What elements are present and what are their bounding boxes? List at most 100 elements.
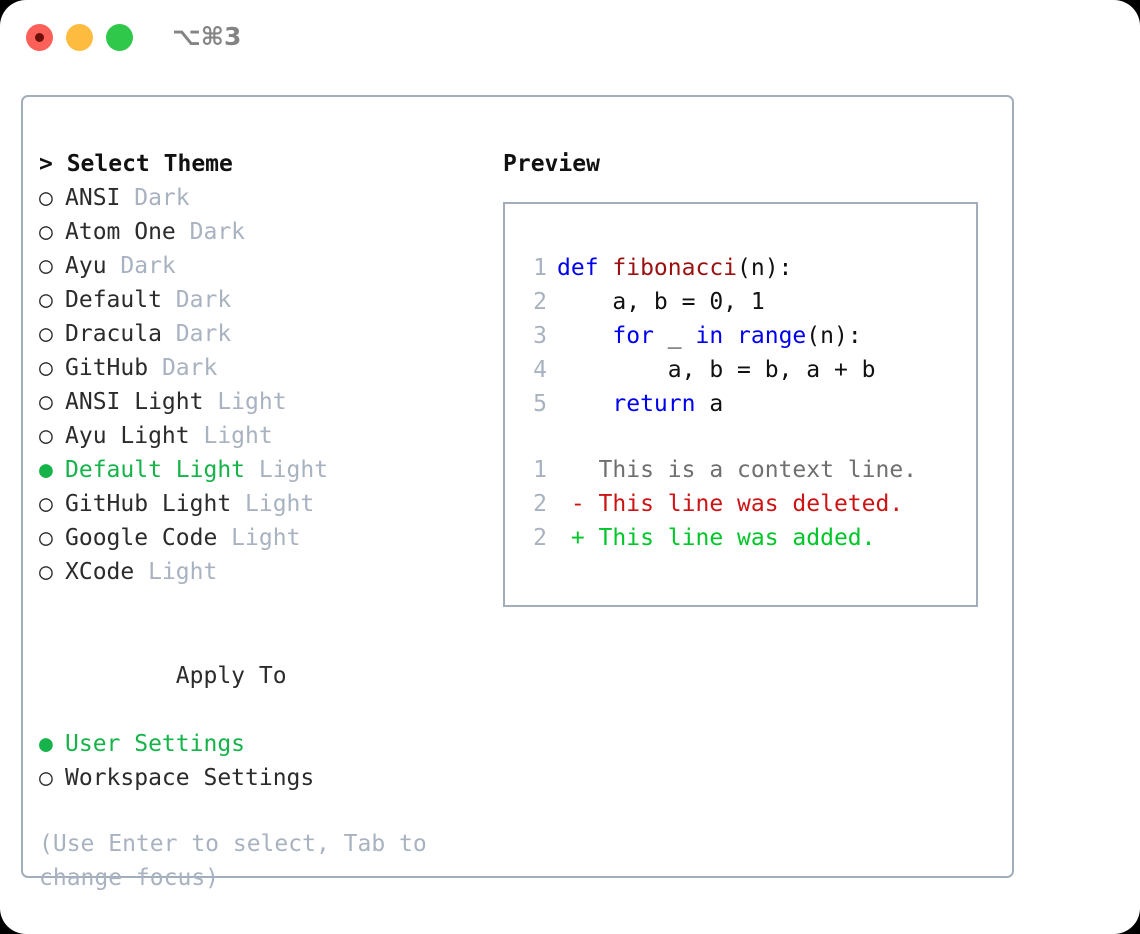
code-line: 1 def fibonacci(n): [519,251,917,285]
keyboard-hint-text: (Use Enter to select, Tab to change focu… [39,831,427,891]
theme-option-tag: Light [203,389,287,415]
code-token: def [557,255,613,281]
code-diff-separator [519,421,917,453]
theme-option-tag: Dark [161,287,232,313]
code-token: _ [653,323,696,349]
theme-option-tag: Light [231,491,315,517]
radio-unselected-icon: ○ [39,253,67,279]
code-token: in [695,323,724,349]
radio-selected-icon: ● [39,457,67,483]
line-number: 2 [533,289,547,315]
theme-option-default-light[interactable]: ● Default Light Light [39,453,479,487]
radio-unselected-icon: ○ [39,423,67,449]
theme-option-ansi-light[interactable]: ○ ANSI Light Light [39,385,479,419]
theme-option-github[interactable]: ○ GitHub Dark [39,351,479,385]
window-controls [26,24,133,51]
section-gap [39,589,479,625]
line-number: 1 [533,255,547,281]
apply-to-option-label: User Settings [65,731,246,757]
theme-option-label: Default [65,287,162,313]
theme-option-tag: Dark [120,185,190,211]
code-token: a, b = b, a + b [557,357,876,383]
theme-option-tag: Dark [106,253,176,279]
radio-unselected-icon: ○ [39,491,67,517]
apply-to-option-list[interactable]: ● User Settings○ Workspace Settings [39,727,479,795]
apply-to-heading-label: Apply To [175,663,287,689]
theme-option-tag: Dark [161,321,232,347]
code-token: fibonacci [612,255,738,281]
line-number: 2 [533,525,547,551]
theme-option-label: XCode [65,559,135,585]
theme-option-tag: Light [217,525,301,551]
theme-option-tag: Dark [175,219,246,245]
preview-heading: Preview [503,151,600,177]
diff-line-text: + This line was added. [557,525,876,551]
line-number: 2 [533,491,547,517]
diff-line-text: - This line was deleted. [557,491,904,517]
select-theme-heading: > Select Theme [39,151,233,177]
apply-to-option-label: Workspace Settings [65,765,315,791]
theme-selection-column: > Select Theme ○ ANSI Dark○ Atom One Dar… [39,147,479,895]
theme-option-ansi[interactable]: ○ ANSI Dark [39,181,479,215]
theme-option-label: Default Light [65,457,246,483]
diff-line: 1 This is a context line. [519,453,917,487]
line-number: 4 [533,357,547,383]
code-token: for [612,323,654,349]
theme-option-list[interactable]: ○ ANSI Dark○ Atom One Dark○ Ayu Dark○ De… [39,181,479,589]
radio-unselected-icon: ○ [39,559,67,585]
theme-option-label: Dracula [65,321,162,347]
radio-unselected-icon: ○ [39,287,67,313]
radio-unselected-icon: ○ [39,321,67,347]
theme-option-label: ANSI Light [65,389,204,415]
theme-option-tag: Light [134,559,218,585]
code-token: (n): [806,323,862,349]
radio-unselected-icon: ○ [39,765,67,791]
theme-option-label: ANSI [65,185,121,211]
diff-line: 2 + This line was added. [519,521,917,555]
theme-option-label: GitHub Light [65,491,232,517]
theme-option-ayu-light[interactable]: ○ Ayu Light Light [39,419,479,453]
radio-unselected-icon: ○ [39,355,67,381]
theme-option-xcode[interactable]: ○ XCode Light [39,555,479,589]
apply-to-option-user-settings[interactable]: ● User Settings [39,727,479,761]
line-number: 5 [533,391,547,417]
theme-option-default[interactable]: ○ Default Dark [39,283,479,317]
title-bar: ⌥⌘3 [0,0,1140,78]
theme-option-dracula[interactable]: ○ Dracula Dark [39,317,479,351]
theme-option-label: Ayu [65,253,107,279]
theme-option-label: Ayu Light [65,423,190,449]
keyboard-shortcut-label: ⌥⌘3 [172,22,242,51]
code-token: range [737,323,807,349]
theme-option-tag: Dark [148,355,218,381]
radio-unselected-icon: ○ [39,389,67,415]
code-token [557,391,612,417]
theme-option-ayu[interactable]: ○ Ayu Dark [39,249,479,283]
theme-option-google-code[interactable]: ○ Google Code Light [39,521,479,555]
minimize-button[interactable] [66,24,93,51]
line-number: 3 [533,323,547,349]
radio-unselected-icon: ○ [39,185,67,211]
apply-to-indent [150,659,176,693]
line-number: 1 [533,457,547,483]
code-line: 2 a, b = 0, 1 [519,285,917,319]
apply-to-option-workspace-settings[interactable]: ○ Workspace Settings [39,761,479,795]
code-token: a [695,391,724,417]
theme-option-label: Google Code [65,525,218,551]
theme-option-atom-one[interactable]: ○ Atom One Dark [39,215,479,249]
maximize-button[interactable] [106,24,133,51]
close-button[interactable] [26,24,53,51]
code-token: return [612,391,696,417]
content-panel: > Select Theme ○ ANSI Dark○ Atom One Dar… [21,95,1014,891]
radio-unselected-icon: ○ [39,219,67,245]
theme-option-label: Atom One [65,219,176,245]
diff-line: 2 - This line was deleted. [519,487,917,521]
radio-unselected-icon: ○ [39,525,67,551]
code-token: (n): [737,255,793,281]
theme-option-github-light[interactable]: ○ GitHub Light Light [39,487,479,521]
theme-option-label: GitHub [65,355,149,381]
code-token: a, b = 0, 1 [557,289,765,315]
theme-option-tag: Light [245,457,329,483]
